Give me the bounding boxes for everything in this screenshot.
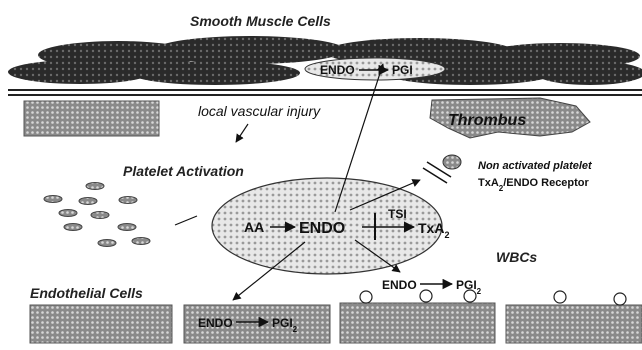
injury-arrow <box>236 124 248 142</box>
smooth-muscle-layer <box>8 36 642 85</box>
non-activated-label: Non activated platelet <box>478 160 593 172</box>
non-activated-platelet-icon <box>443 155 461 169</box>
wbc-endo-text: ENDO <box>382 278 417 292</box>
aa-text: AA <box>244 219 264 235</box>
endothelial-endo-text: ENDO <box>198 316 233 330</box>
endothelial-label: Endothelial Cells <box>30 285 143 301</box>
receptor-line-a <box>423 168 447 183</box>
local-injury-label: local vascular injury <box>198 103 321 119</box>
thrombus-label: Thrombus <box>448 112 526 129</box>
endothelial-cells <box>30 303 642 343</box>
receptor-label: TxA2/ENDO Receptor <box>478 177 590 193</box>
wbcs-label: WBCs <box>496 249 537 265</box>
platelet-activation-label: Platelet Activation <box>123 163 244 179</box>
upper-cell-block <box>24 101 159 136</box>
tsi-text: TSI <box>388 207 407 221</box>
smc-pgi-text: PGI <box>392 63 413 77</box>
smc-endo-text: ENDO <box>320 63 355 77</box>
smooth-muscle-label: Smooth Muscle Cells <box>190 13 331 29</box>
activation-dash <box>175 216 197 225</box>
endo-text: ENDO <box>299 220 345 237</box>
platelets-cluster <box>44 183 150 247</box>
